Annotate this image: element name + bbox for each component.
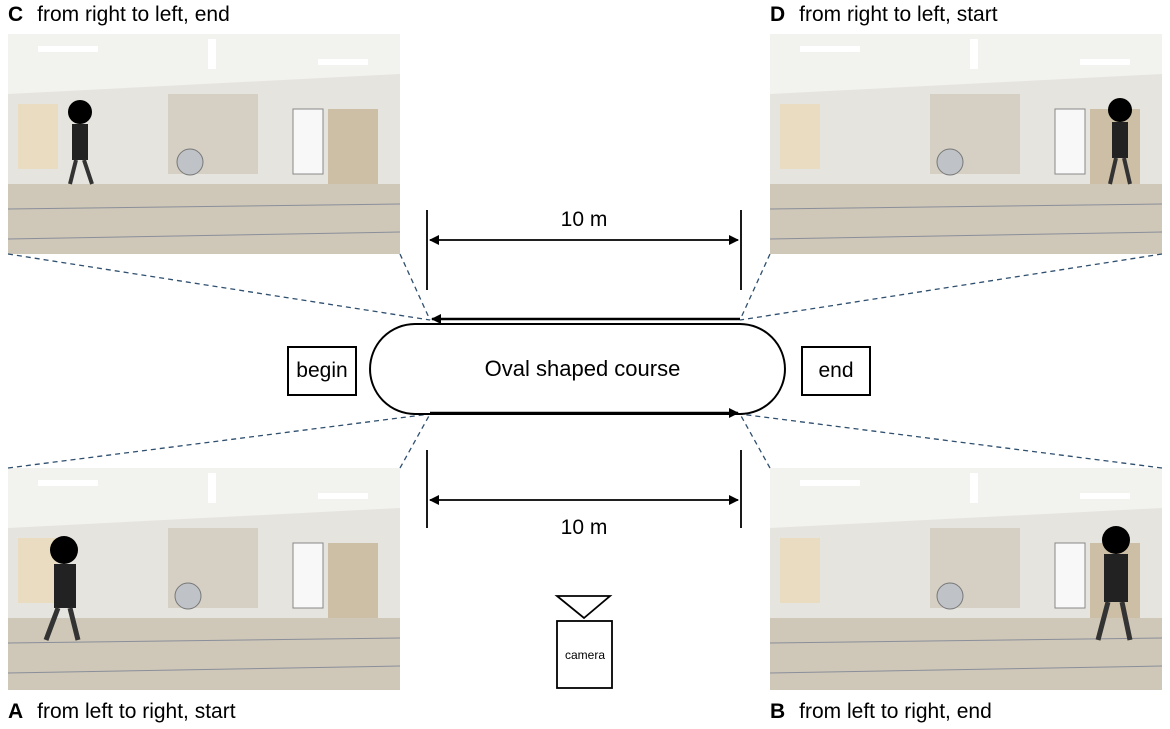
end-label: end [801,346,871,396]
camera-icon [554,595,613,689]
camera-label: camera [564,648,605,662]
top-distance-label: 10 m [560,208,608,231]
panel-text-b: from left to right, end [799,700,992,723]
bottom-distance-marker [426,450,742,528]
photo-panel-d [770,34,1162,254]
connector-c-left [7,253,431,321]
photo-panel-b [770,468,1162,690]
photo-panel-a [8,468,400,690]
connector-a-left [7,413,431,469]
panel-letter-c: C [8,3,24,26]
begin-label: begin [287,346,357,396]
course-label: Oval shaped course [484,356,681,381]
connector-b-left [739,413,771,469]
gym-photo-a [8,468,400,690]
connector-a-right [399,413,431,469]
connector-d-right [739,253,1163,321]
oval-course [369,323,786,415]
top-distance-marker [426,210,742,290]
panel-letter-d: D [770,3,786,26]
dashed-connectors [7,253,1163,469]
connector-b-right [739,413,1163,469]
connector-d-left [739,253,771,321]
photo-panel-c [8,34,400,254]
gym-photo-b [770,468,1162,690]
panel-letter-b: B [770,700,786,723]
panel-text-d: from right to left, start [799,3,998,26]
panel-letter-a: A [8,700,24,723]
bottom-distance-label: 10 m [560,516,608,539]
panel-text-c: from right to left, end [37,3,230,26]
gym-photo-d [770,34,1162,254]
connector-c-right [399,253,431,321]
gym-photo-c [8,34,400,254]
panel-text-a: from left to right, start [37,700,236,723]
